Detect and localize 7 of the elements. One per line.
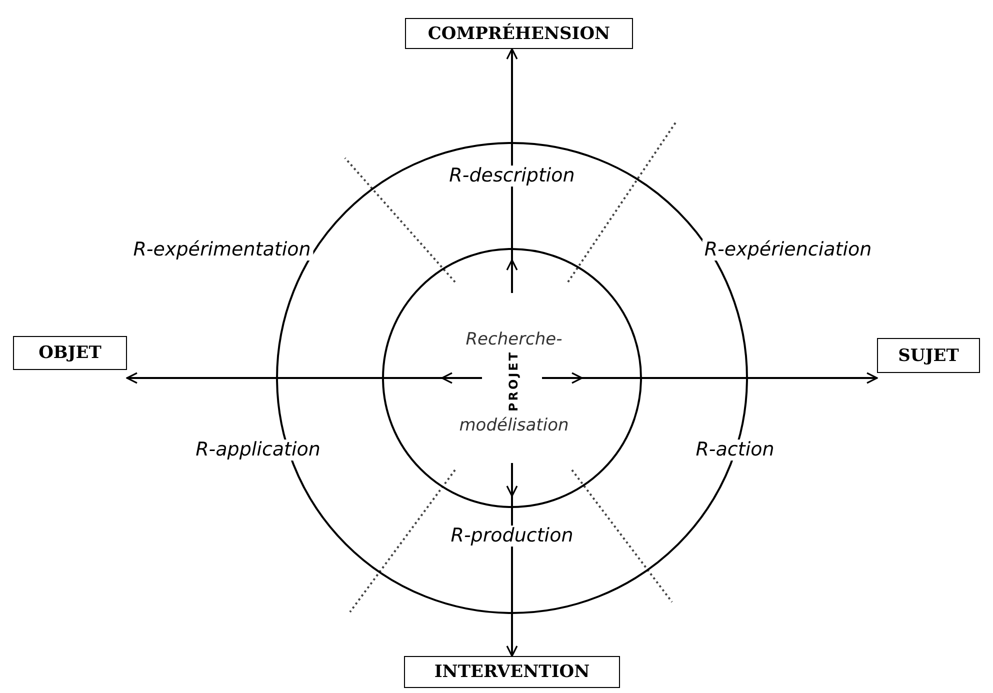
label-box: OBJET [13,336,127,370]
label-box: INTERVENTION [404,656,620,688]
inner-circle [382,248,642,508]
label-box: COMPRÉHENSION [405,18,633,49]
research-type-label: R-application [194,440,322,460]
research-type-label: R-expérimentation [131,240,313,260]
label-box: SUJET [877,338,980,373]
